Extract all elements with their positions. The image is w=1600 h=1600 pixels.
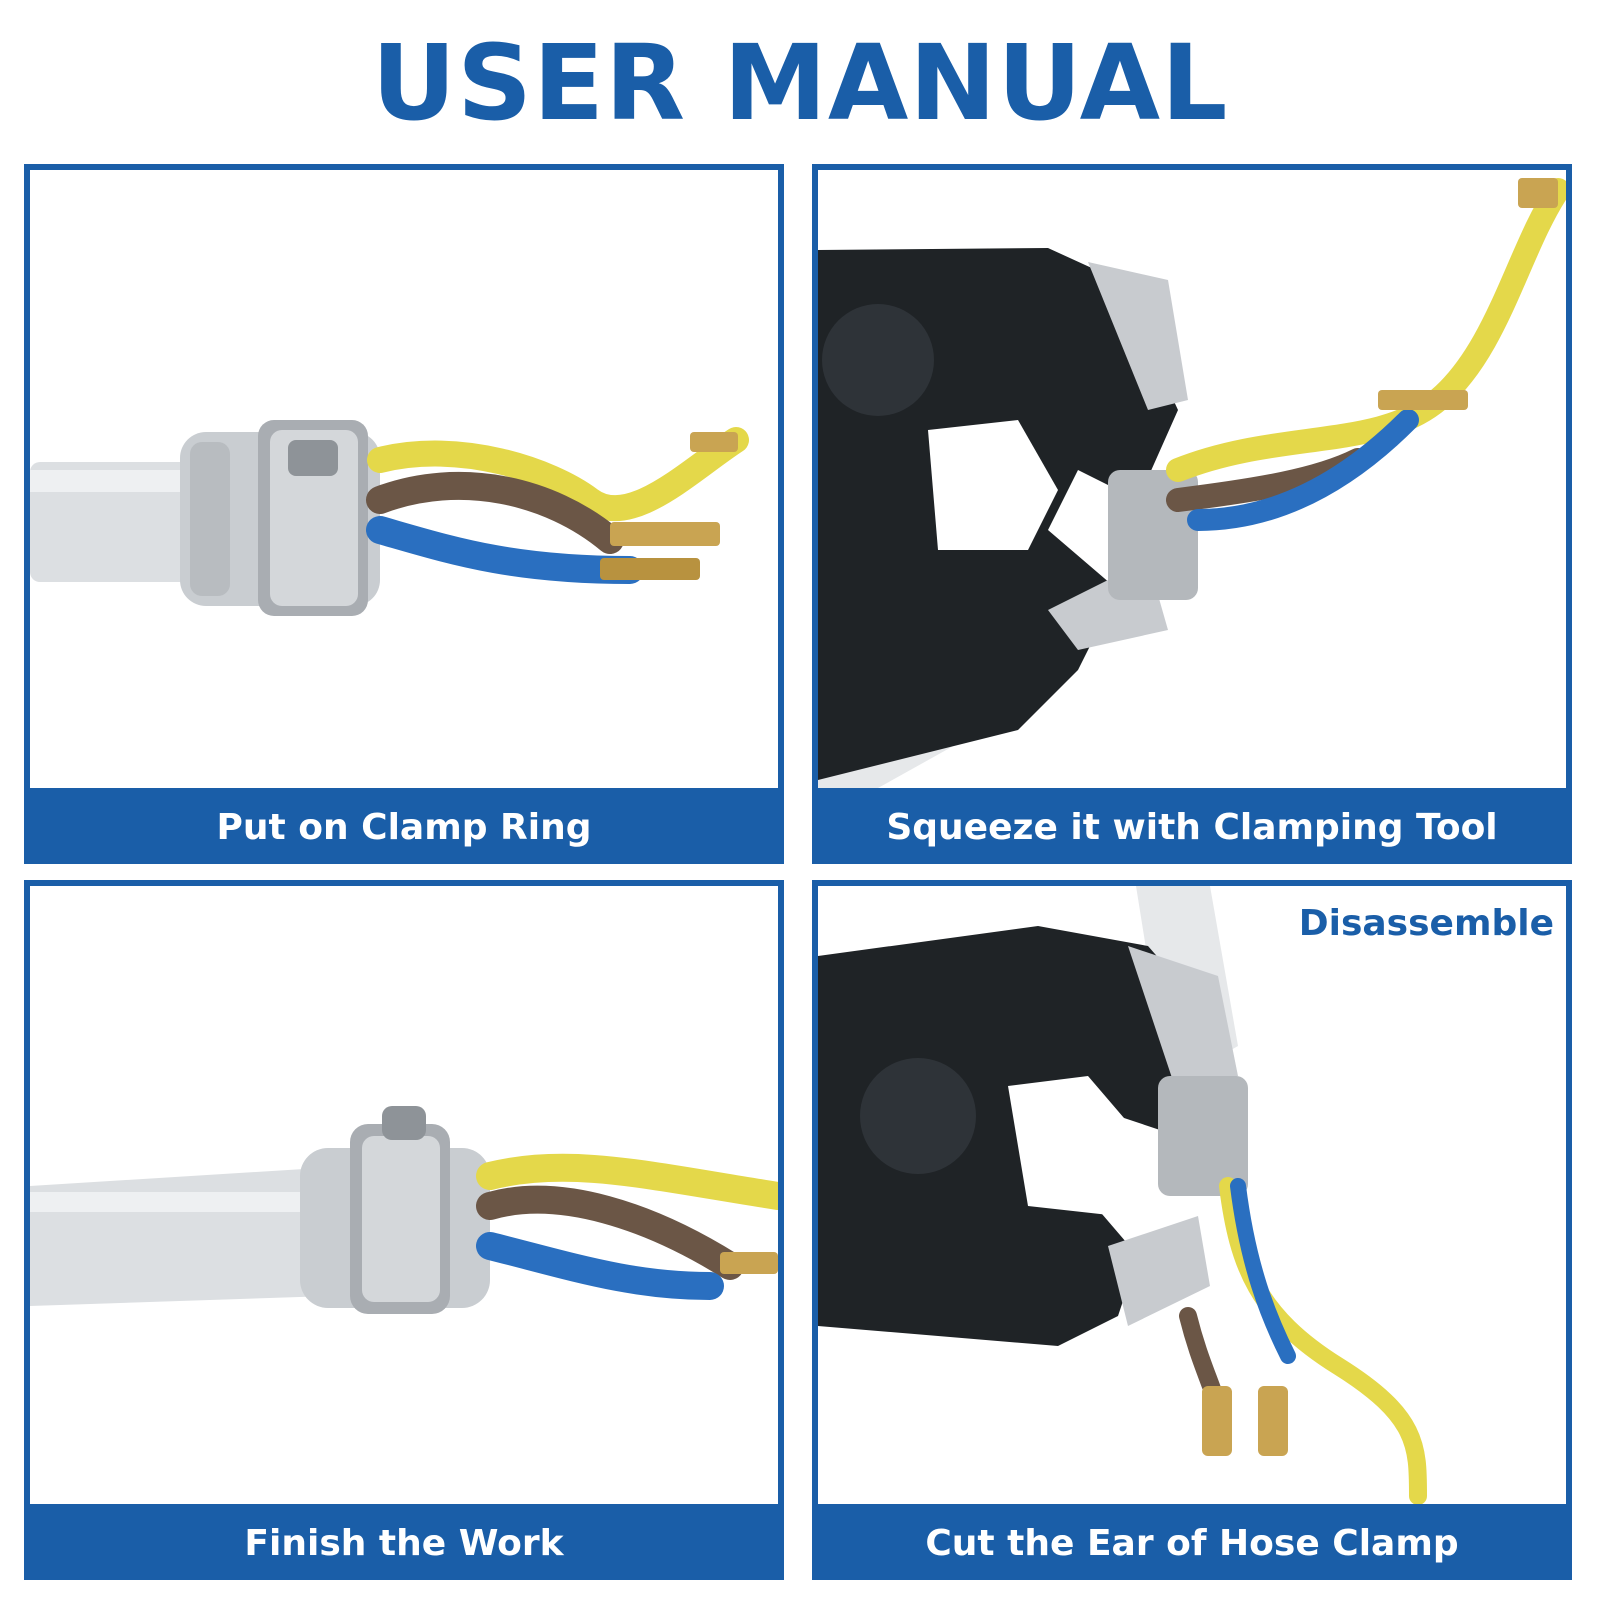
finished-clamp-illustration [30,886,778,1504]
photo-pincers-squeezing-clamp [818,170,1566,788]
step-caption: Put on Clamp Ring [216,807,592,848]
pincers-cut-illustration [818,886,1566,1504]
step-panel-4: Disassemble Cut the Ear of Hose Clamp [812,880,1572,1580]
photo-pincers-cutting-clamp-ear [818,886,1566,1504]
step-caption: Cut the Ear of Hose Clamp [925,1523,1459,1564]
pincers-squeeze-illustration [818,170,1566,788]
photo-cable-with-clamp-ring [30,170,778,788]
photo-cable-with-closed-clamp [30,886,778,1504]
page-title: USER MANUAL [371,22,1229,144]
step-panel-2: Squeeze it with Clamping Tool [812,164,1572,864]
step-caption: Finish the Work [244,1523,564,1564]
disassemble-label: Disassemble [1298,903,1554,944]
step-panel-1: Put on Clamp Ring [24,164,784,864]
step-panel-3: Finish the Work [24,880,784,1580]
cable-clamp-illustration [30,170,778,788]
step-caption: Squeeze it with Clamping Tool [886,807,1498,848]
